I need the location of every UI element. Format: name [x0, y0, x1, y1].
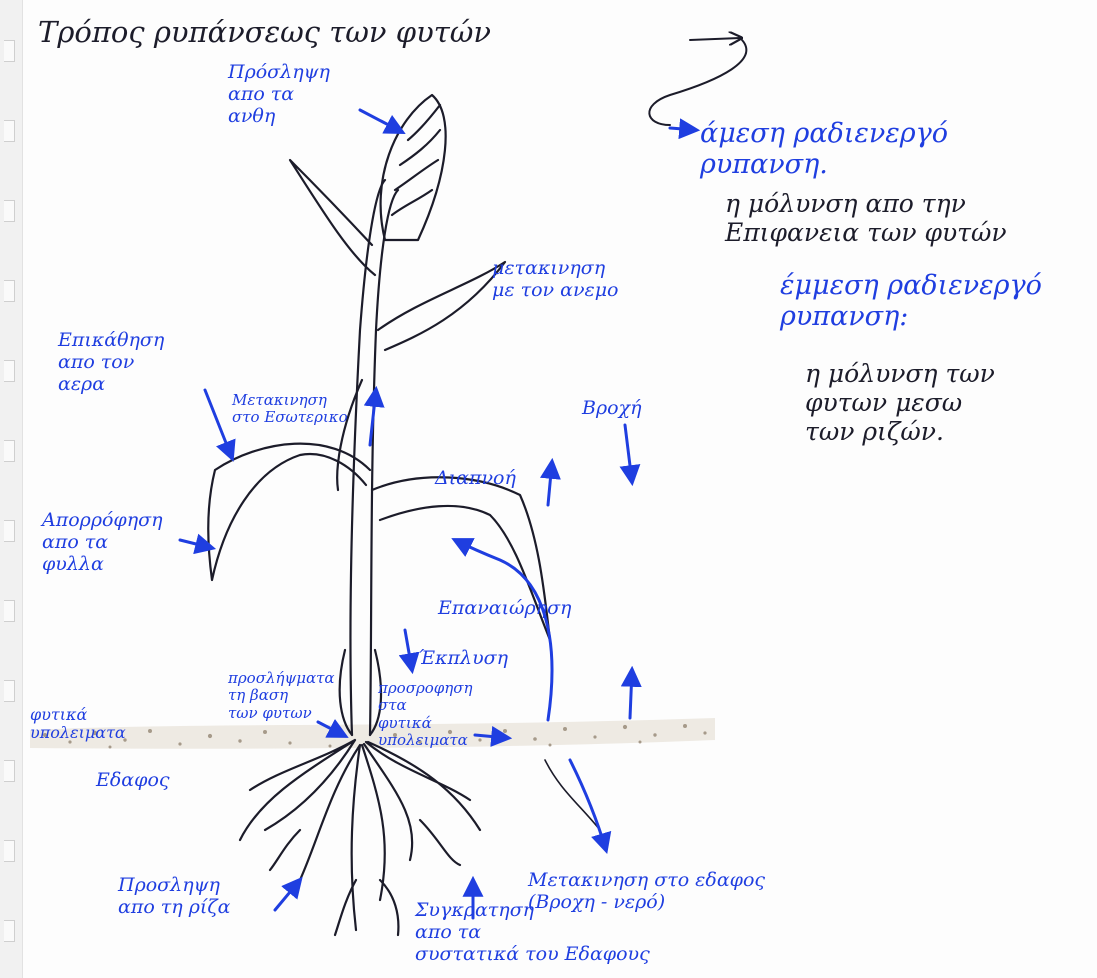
arrow-icon — [570, 760, 606, 850]
label-plant-residues: φυτικά υπολειματα — [30, 706, 126, 743]
label-leaching: Έκπλυση — [418, 648, 508, 670]
label-wind-transport: μετακινηση με τον ανεμο — [492, 258, 619, 302]
direct-contamination-text: η μόλυνση απο την Επιφανεια των φυτών — [725, 190, 1007, 248]
label-leaf-absorption: Απορρόφηση απο τα φυλλα — [42, 510, 162, 576]
label-air-deposition: Επικάθηση απο τον αερα — [58, 330, 164, 396]
title-arrow-icon — [649, 38, 746, 125]
label-rain: Βροχή — [582, 398, 641, 420]
arrow-icon — [625, 425, 632, 482]
label-soil-retention: Συγκρατηση απο τα συστατικά του Εδαφους — [415, 900, 650, 966]
arrow-icon — [205, 390, 232, 458]
label-root-uptake: Προσληψη απο τη ρίζα — [118, 875, 230, 919]
label-internal-transport: Μετακινηση στο Εσωτερικο — [232, 392, 348, 427]
label-flower-uptake: Πρόσληψη απο τα ανθη — [228, 62, 330, 128]
direct-contamination-heading: άμεση ραδιενεργό ρυπανση. — [700, 118, 948, 180]
label-base-uptake: προσλήψματα τη βαση των φυτων — [228, 670, 335, 722]
process-arrows — [180, 110, 696, 918]
label-transpiration: Διαπνοή — [435, 468, 516, 490]
plant-sketch — [208, 95, 600, 935]
arrow-icon — [405, 630, 412, 670]
label-residue-uptake: προσροφηση στα φυτικά υπολειματα — [378, 680, 473, 749]
page-title: Τρόπος ρυπάνσεως των φυτών — [38, 16, 491, 49]
arrow-icon — [275, 880, 300, 910]
indirect-contamination-heading: έμμεση ραδιενεργό ρυπανση: — [780, 270, 1042, 332]
arrow-icon — [670, 128, 696, 130]
label-soil: Εδαφος — [96, 770, 170, 792]
arrow-icon — [360, 110, 402, 132]
label-resuspension: Επαναιώρηση — [438, 598, 571, 620]
arrow-icon — [548, 462, 552, 505]
arrow-icon — [180, 540, 212, 548]
indirect-contamination-text: η μόλυνση των φυτων μεσω των ριζών. — [805, 360, 995, 446]
arrow-icon — [630, 670, 632, 718]
